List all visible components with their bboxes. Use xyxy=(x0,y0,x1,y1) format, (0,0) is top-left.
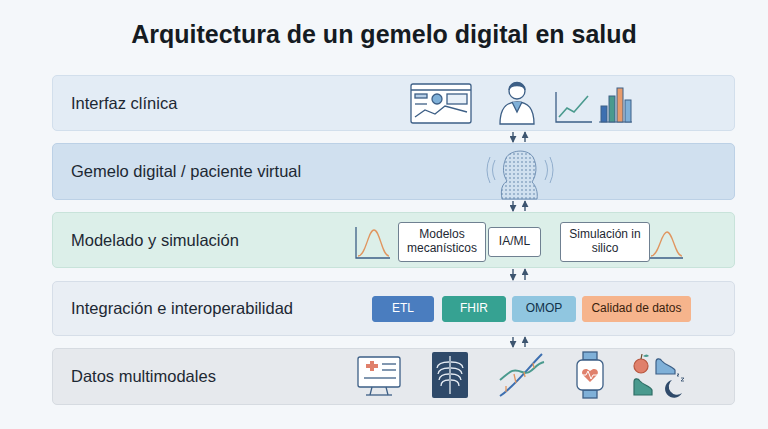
layer-label: Datos multimodales xyxy=(53,367,216,386)
component-label: Modelos mecanísticos xyxy=(399,228,485,256)
flow-arrow xyxy=(524,337,525,347)
flow-arrow xyxy=(524,132,525,142)
component-box: Simulación in silico xyxy=(560,222,650,262)
layer-band: Datos multimodales xyxy=(52,348,735,405)
layer-band: Integración e interoperabilidad ETL FHIR OM… xyxy=(52,281,735,336)
layer-label: Integración e interoperabilidad xyxy=(53,299,293,318)
layer-band: Modelado y simulación Modelos mecanístico… xyxy=(52,212,735,268)
bar-chart-icon xyxy=(599,88,632,122)
distribution-curve xyxy=(356,227,683,258)
flow-arrow xyxy=(512,269,513,280)
layer-band: Interfaz clínica xyxy=(52,75,735,131)
doctor-icon xyxy=(500,83,534,125)
component-box: IA/ML xyxy=(488,227,541,257)
xray-icon xyxy=(432,352,468,398)
flow-arrow xyxy=(512,201,513,211)
component-box: Calidad de datos xyxy=(582,296,691,322)
layer-band: Gemelo digital / paciente virtual xyxy=(52,143,735,200)
diagram-title: Arquitectura de un gemelo digital en sal… xyxy=(0,20,768,49)
component-label: FHIR xyxy=(460,302,488,316)
smartwatch-icon xyxy=(577,352,603,398)
flow-arrow xyxy=(524,201,525,211)
layer-label: Modelado y simulación xyxy=(53,231,239,250)
lifestyle-icons xyxy=(634,354,684,398)
line-chart-icon xyxy=(556,92,592,122)
component-box: ETL xyxy=(372,296,434,322)
ehr-monitor-icon xyxy=(358,357,400,395)
flow-arrow xyxy=(512,132,513,142)
layer-label: Interfaz clínica xyxy=(53,94,177,113)
flow-arrow xyxy=(524,269,525,280)
component-label: IA/ML xyxy=(499,235,530,249)
component-label: Calidad de datos xyxy=(591,302,681,316)
component-label: ETL xyxy=(392,302,414,316)
layer-label: Gemelo digital / paciente virtual xyxy=(53,162,301,181)
component-box: Modelos mecanísticos xyxy=(398,222,486,262)
component-label: Simulación in silico xyxy=(561,228,649,256)
component-box: FHIR xyxy=(442,296,506,322)
dashboard-icon xyxy=(411,84,471,123)
virtual-patient-head xyxy=(487,151,553,199)
component-box: OMOP xyxy=(512,296,576,322)
dna-icon xyxy=(500,354,544,396)
component-label: OMOP xyxy=(526,302,563,316)
flow-arrow xyxy=(512,337,513,347)
